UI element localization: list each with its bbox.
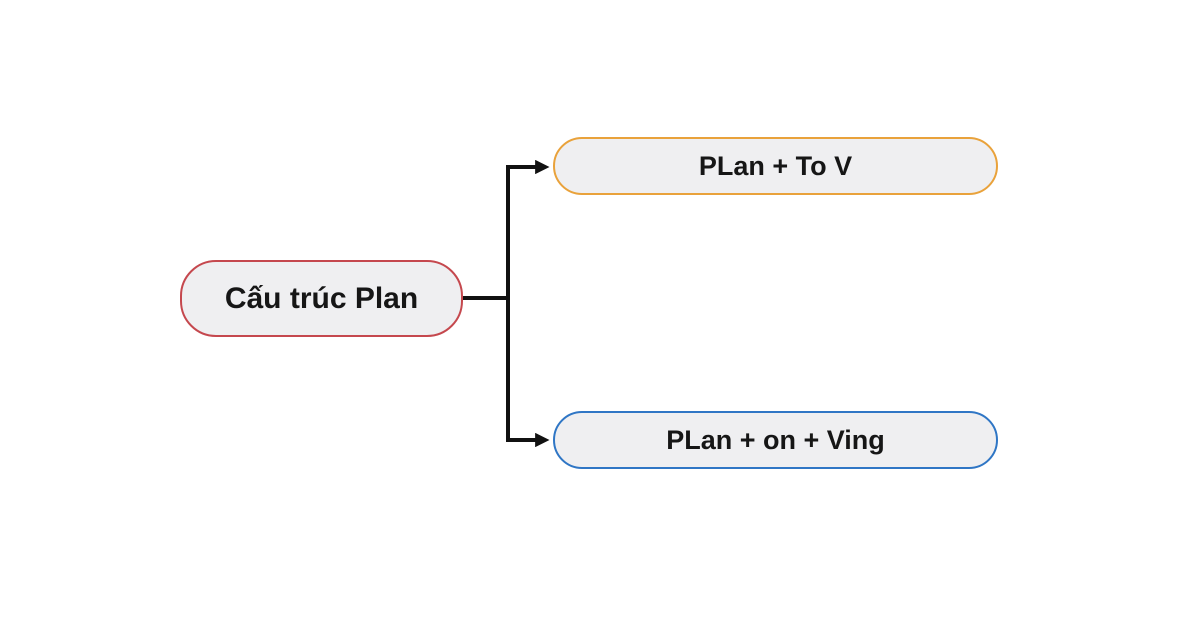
node-plan-to-v-label: PLan + To V (698, 150, 853, 181)
node-plan-to-v: PLan + To V (553, 137, 998, 195)
node-root: Cấu trúc Plan (180, 260, 463, 337)
node-root-label: Cấu trúc Plan (224, 281, 419, 315)
node-plan-on-ving-label: PLan + on + Ving (666, 424, 885, 455)
node-plan-on-ving: PLan + on + Ving (553, 411, 998, 469)
